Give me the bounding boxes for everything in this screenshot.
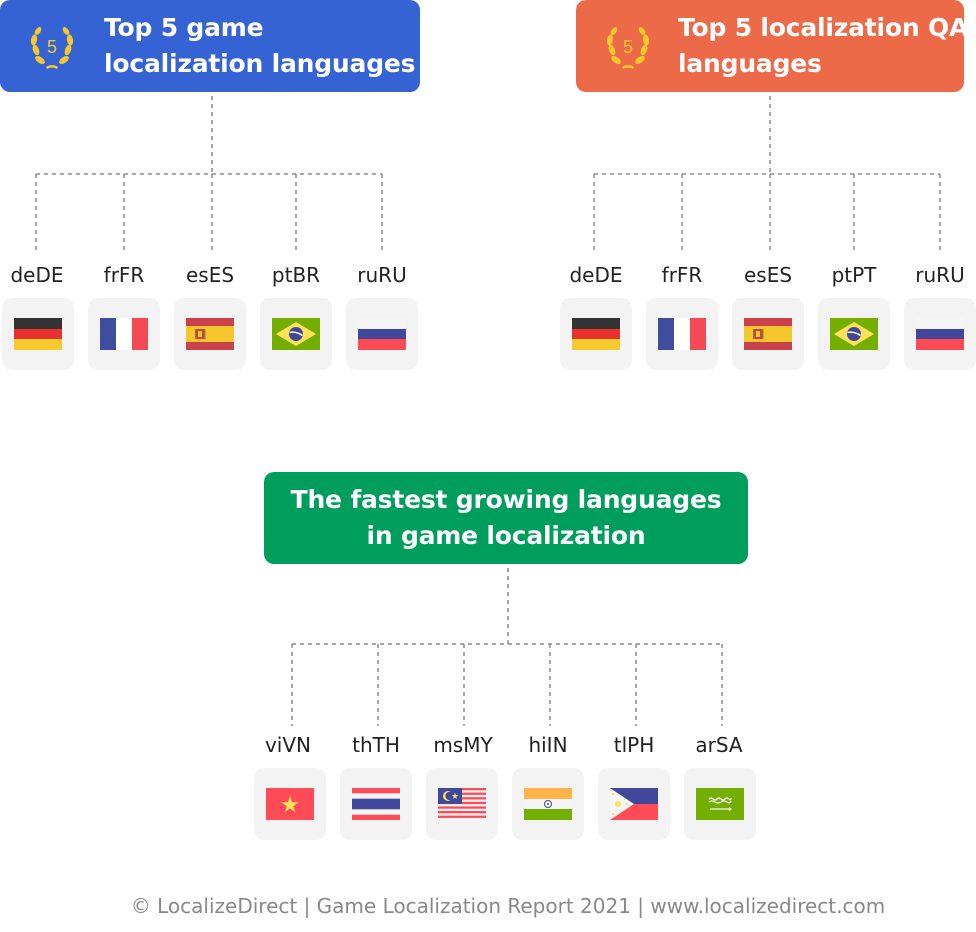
flag-tile: [426, 768, 498, 840]
header-title-line-1: Top 5 localization QA: [678, 13, 969, 42]
flag-philippines-icon: [610, 788, 658, 820]
flag-tile: [512, 768, 584, 840]
flag-france-icon: [658, 318, 706, 350]
language-label-thth: thTH: [352, 733, 400, 757]
language-label-ptpt: ptPT: [831, 263, 877, 287]
flag-tile: [254, 768, 326, 840]
flag-tile: [2, 298, 74, 370]
language-label-dede: deDE: [569, 263, 623, 287]
flag-brazil-icon: [830, 318, 878, 350]
flag-spain-icon: [744, 318, 792, 350]
laurel-badge-icon: 5: [606, 27, 650, 69]
badge-number: 5: [623, 37, 633, 57]
header-title-line-2: in game localization: [366, 521, 646, 550]
flag-malaysia-icon: [438, 788, 486, 820]
flag-vietnam-icon: [266, 788, 314, 820]
flag-spain-icon: [186, 318, 234, 350]
flag-tile: [346, 298, 418, 370]
laurel-badge-icon: 5: [30, 27, 74, 69]
fastest-growing-languages-header: The fastest growing languages in game lo…: [264, 472, 748, 564]
flag-tile: [88, 298, 160, 370]
flag-tile: [260, 298, 332, 370]
flag-tile: [340, 768, 412, 840]
header-title-line-2: localization languages: [104, 49, 416, 78]
flag-tile: [684, 768, 756, 840]
flag-brazil-icon: [272, 318, 320, 350]
language-label-vivn: viVN: [264, 733, 312, 757]
language-label-frfr: frFR: [661, 263, 703, 287]
top-qa-languages-header: Top 5 localization QA languages: [576, 0, 969, 92]
footer-credit: © LocalizeDirect | Game Localization Rep…: [130, 894, 886, 918]
language-label-frfr: frFR: [103, 263, 145, 287]
header-title-line-2: languages: [678, 49, 822, 78]
language-label-hiin: hiIN: [528, 733, 568, 757]
flag-tile: [818, 298, 890, 370]
language-label-ruru: ruRU: [915, 263, 965, 287]
flag-tile: [598, 768, 670, 840]
flag-germany-icon: [572, 318, 620, 350]
flag-russia-icon: [358, 318, 406, 350]
flag-tile: [646, 298, 718, 370]
language-label-msmy: msMY: [433, 733, 493, 757]
header-title-line-1: Top 5 game: [104, 13, 264, 42]
language-label-eses: esES: [743, 263, 793, 287]
header-title-line-1: The fastest growing languages: [290, 485, 722, 514]
flag-saudi-arabia-icon: [696, 788, 744, 820]
language-label-eses: esES: [185, 263, 235, 287]
language-label-dede: deDE: [10, 263, 64, 287]
flag-tile: [174, 298, 246, 370]
flag-tile: [732, 298, 804, 370]
flag-france-icon: [100, 318, 148, 350]
badge-number: 5: [47, 37, 57, 57]
flag-india-icon: [524, 788, 572, 820]
flag-germany-icon: [14, 318, 62, 350]
language-label-tlph: tlPH: [613, 733, 655, 757]
language-label-arsa: arSA: [695, 733, 743, 757]
flag-russia-icon: [916, 318, 964, 350]
flag-tile: [560, 298, 632, 370]
language-label-ruru: ruRU: [357, 263, 407, 287]
language-label-ptbr: ptBR: [271, 263, 321, 287]
flag-tile: [904, 298, 976, 370]
flag-thailand-icon: [352, 788, 400, 820]
